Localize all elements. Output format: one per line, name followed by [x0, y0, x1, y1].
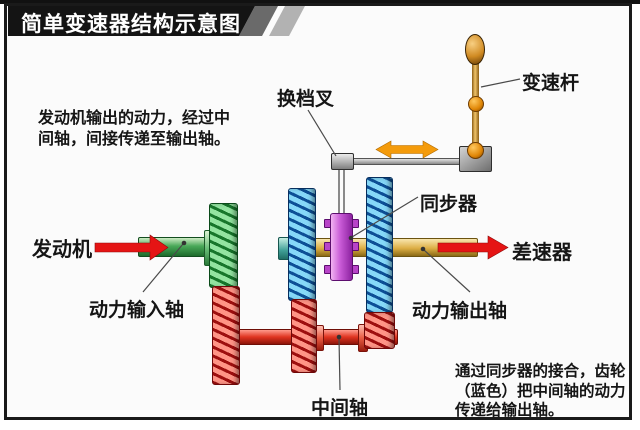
synchronizer-tooth: [352, 265, 359, 274]
label-shift-fork: 换档叉: [277, 89, 335, 110]
label-gear-lever: 变速杆: [522, 73, 580, 94]
input-gear: [209, 203, 238, 288]
label-synchronizer: 同步器: [420, 194, 478, 215]
label-engine: 发动机: [32, 239, 92, 261]
synchronizer-tooth: [352, 219, 359, 228]
title-banner: [8, 6, 239, 36]
note-synchronizer: 通过同步器的接合，齿轮 （蓝色）把中间轴的动力 传递给输出轴。: [455, 363, 626, 419]
page-title: 简单变速器结构示意图: [21, 13, 241, 36]
shift-fork-block: [331, 153, 354, 170]
gear-lever-joint-ball: [468, 96, 484, 112]
gear-lever-knob: [465, 34, 485, 65]
shift-rod: [353, 158, 461, 165]
output-gear-1: [288, 188, 316, 301]
top-black-strip: [0, 0, 640, 4]
output-gear-2: [366, 177, 393, 313]
synchronizer-body: [330, 213, 353, 281]
synchronizer-tooth: [352, 242, 359, 251]
gear-lever-pivot-ball: [467, 142, 484, 159]
counter-gear-3: [364, 312, 395, 349]
diagram-frame: [4, 3, 632, 420]
label-counter-shaft: 中间轴: [311, 398, 369, 419]
fork-pin: [338, 168, 340, 214]
fork-pin: [343, 168, 345, 214]
input-shaft: [138, 237, 214, 257]
counter-gear-2: [291, 299, 317, 373]
note-engine-power: 发动机输出的动力，经过中 间轴，间接传递至输出轴。: [38, 110, 231, 148]
label-output-shaft: 动力输出轴: [412, 301, 508, 322]
label-differential: 差速器: [512, 242, 572, 264]
label-input-shaft: 动力输入轴: [89, 300, 185, 321]
counter-gear-1: [212, 286, 240, 385]
